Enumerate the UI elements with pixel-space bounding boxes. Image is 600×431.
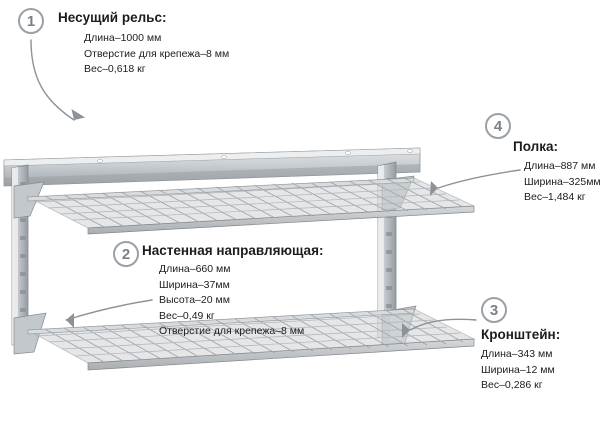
- spec-line: Вес–0,286 кг: [481, 379, 543, 391]
- spec-line: Отверстие для крепежа–8 мм: [159, 325, 305, 337]
- leader-arrowheads: [66, 108, 438, 338]
- shelf-upper: [26, 177, 475, 235]
- spec-line: Вес–0,618 кг: [84, 63, 146, 75]
- leader-lines: [30, 39, 521, 331]
- spec-line: Отверстие для крепежа–8 мм: [84, 47, 230, 60]
- spec-line: Длина–887 мм: [524, 160, 596, 172]
- spec-line: Ширина–325мм: [524, 175, 600, 188]
- spec-line: Длина–660 мм: [159, 263, 231, 275]
- leader-line-1: [30, 39, 75, 121]
- callout-specs-1: Длина–1000 мм Отверстие для крепежа–8 мм…: [84, 31, 229, 78]
- spec-line: Ширина–12 мм: [481, 363, 555, 376]
- spec-line: Длина–1000 мм: [84, 32, 162, 44]
- mounting-rail: [3, 147, 421, 187]
- spec-line: Длина–343 мм: [481, 348, 553, 360]
- spec-line: Ширина–37мм: [159, 278, 230, 291]
- callout-specs-4: Длина–887 мм Ширина–325мм Вес–1,484 кг: [524, 159, 600, 206]
- callout-title-3: Кронштейн:: [481, 327, 561, 342]
- callout-title-2: Настенная направляющая:: [142, 243, 324, 258]
- callout-specs-3: Длина–343 мм Ширина–12 мм Вес–0,286 кг: [481, 347, 555, 394]
- shelf-lower: [26, 308, 476, 371]
- callout-badge-3: 3: [481, 297, 507, 323]
- leader-line-2: [65, 299, 153, 321]
- callout-badge-2: 2: [113, 241, 139, 267]
- leader-line-4: [437, 169, 521, 189]
- callout-specs-2: Длина–660 мм Ширина–37мм Высота–20 мм Ве…: [159, 262, 304, 340]
- callout-badge-1: 1: [18, 8, 44, 34]
- callout-title-1: Несущий рельс:: [58, 10, 167, 25]
- spec-line: Вес–0,49 кг: [159, 309, 215, 322]
- leader-line-3: [409, 318, 477, 331]
- callout-title-4: Полка:: [513, 139, 558, 154]
- callout-badge-4: 4: [485, 113, 511, 139]
- spec-line: Высота–20 мм: [159, 294, 230, 306]
- spec-line: Вес–1,484 кг: [524, 191, 586, 203]
